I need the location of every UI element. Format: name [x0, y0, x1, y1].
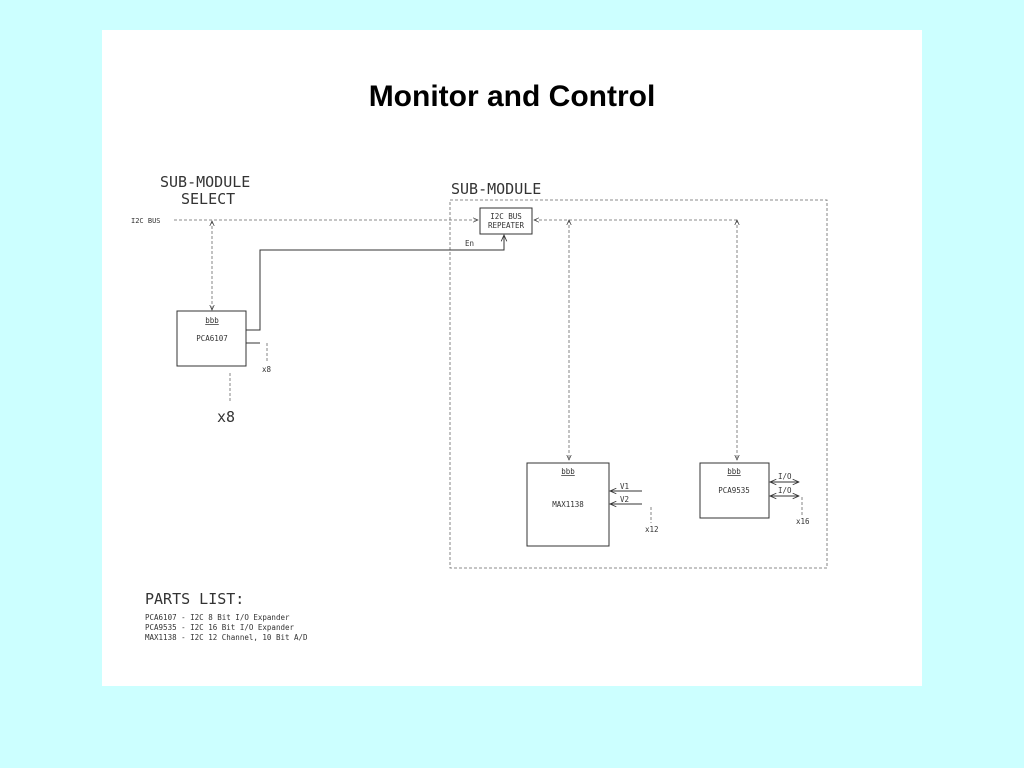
parts-list-item: MAX1138 - I2C 12 Channel, 10 Bit A/D [145, 633, 308, 642]
submodule-count: x8 [217, 408, 235, 426]
pca9535-name: PCA9535 [718, 486, 750, 495]
parts-list-item: PCA6107 - I2C 8 Bit I/O Expander [145, 613, 290, 622]
slide-title: Monitor and Control [368, 80, 656, 113]
pca6107-box [176, 310, 247, 367]
submodule-select-label-line1: SUB-MODULE [160, 173, 250, 191]
max1138-address: bbb [561, 467, 575, 476]
v2-label: V2 [620, 495, 629, 504]
monitor-control-diagram: SUB-MODULE SELECT SUB-MODULE I2C BUS I2C… [131, 173, 828, 642]
pca6107-address: bbb [205, 316, 219, 325]
enable-line [246, 235, 504, 331]
pca9535-address: bbb [727, 467, 741, 476]
max1138-input-count: x12 [645, 525, 659, 534]
i2c-repeater-box [479, 207, 533, 235]
submodule-label: SUB-MODULE [451, 180, 541, 198]
submodule-boundary [449, 199, 828, 569]
i2c-bus-label: I2C BUS [131, 217, 161, 225]
max1138-name: MAX1138 [552, 500, 584, 509]
v1-label: V1 [620, 482, 629, 491]
pca9535-box [699, 462, 770, 519]
max1138-box [526, 462, 610, 547]
io1-label: I/O [778, 472, 792, 481]
repeater-label-line1: I2C BUS [490, 212, 522, 221]
slide: Monitor and Control SUB-MODULE SELECT SU… [102, 30, 922, 686]
io2-label: I/O [778, 486, 792, 495]
pca6107-name: PCA6107 [196, 334, 228, 343]
parts-list-item: PCA9535 - I2C 16 Bit I/O Expander [145, 623, 294, 632]
parts-list-heading: PARTS LIST: [145, 590, 244, 608]
pca6107-output-count: x8 [262, 365, 272, 374]
repeater-label-line2: REPEATER [488, 221, 525, 230]
pca9535-io-count: x16 [796, 517, 810, 526]
enable-label: En [465, 239, 474, 248]
submodule-select-label-line2: SELECT [181, 190, 235, 208]
